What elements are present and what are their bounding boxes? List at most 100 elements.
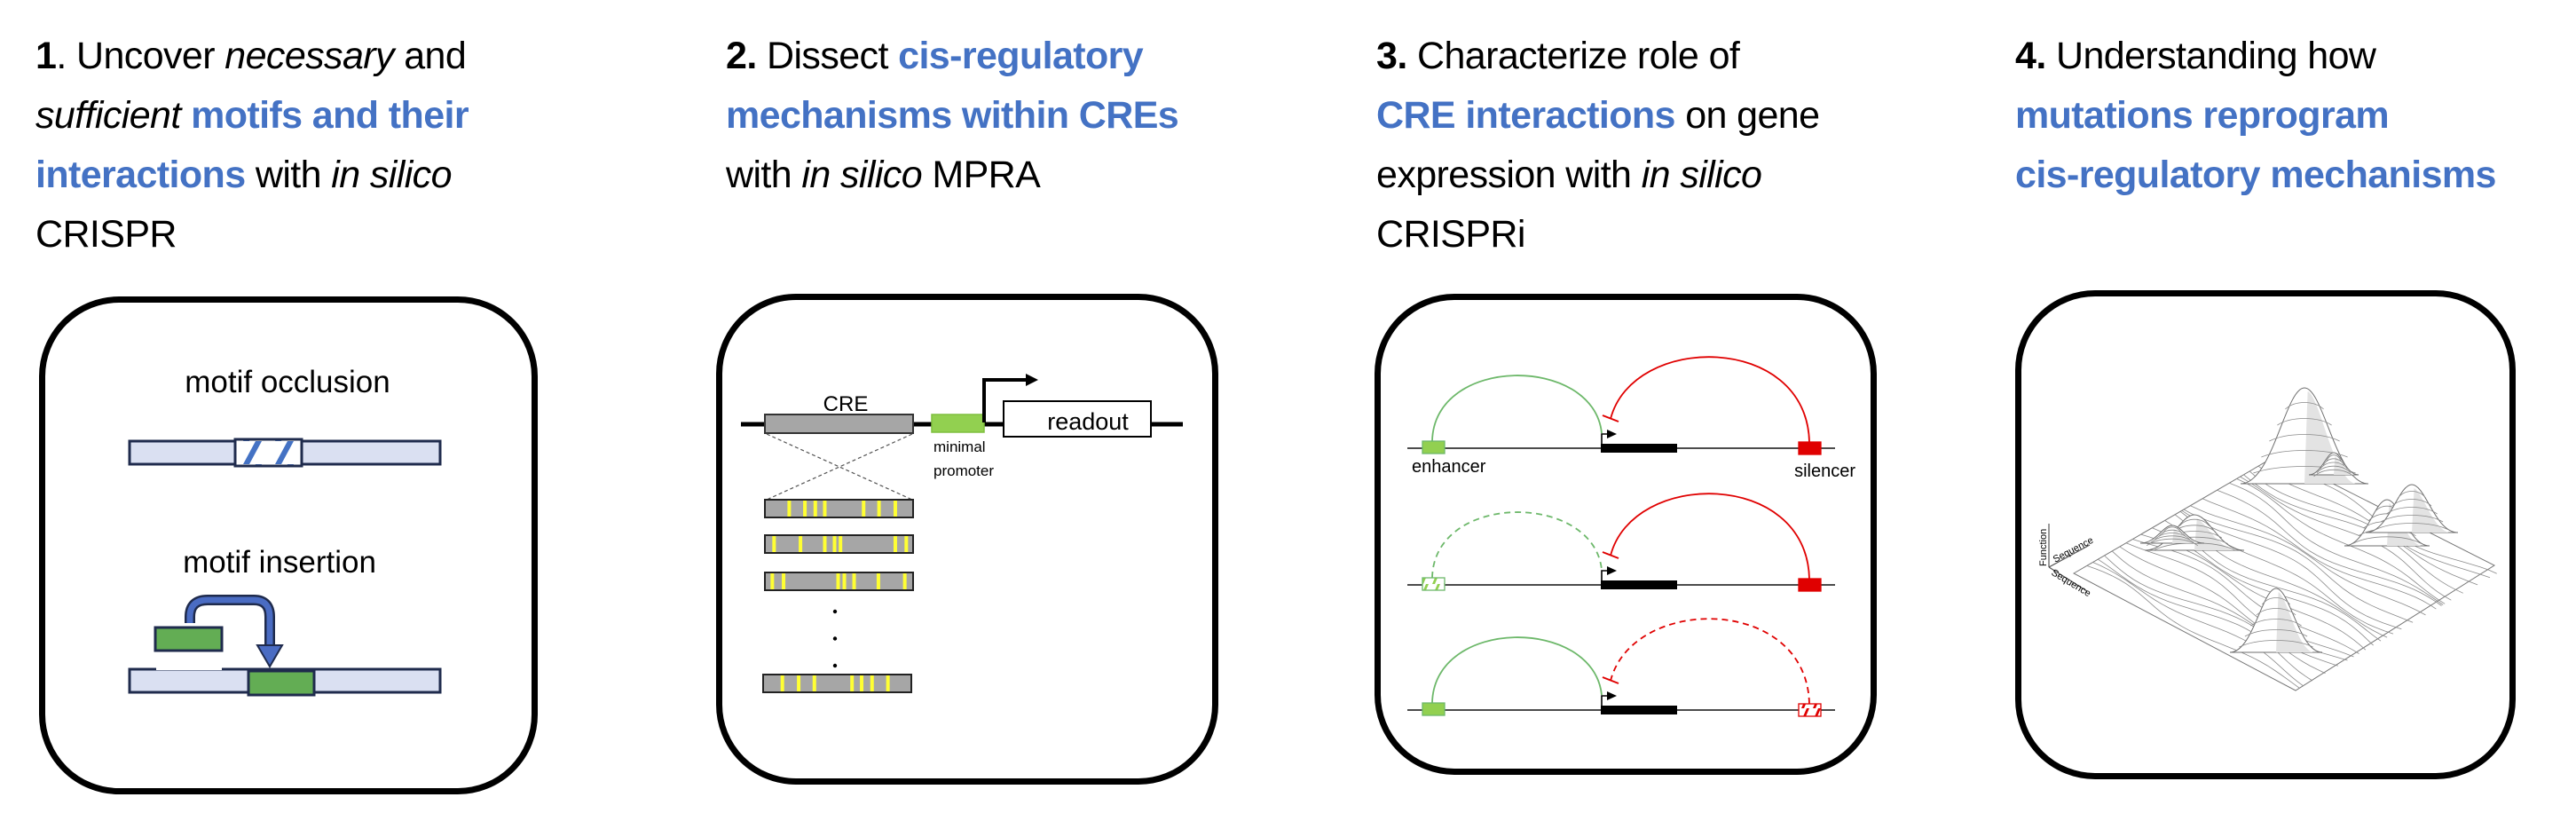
landscape-peak	[2139, 525, 2205, 546]
panel-4-diagram: Function Sequence Sequence	[2038, 387, 2497, 691]
repression-bar-icon	[1602, 676, 1619, 684]
heading-line: with in silico MPRA	[726, 146, 1178, 205]
ellipsis-dot	[832, 636, 838, 641]
heading-text: CRISPR	[35, 213, 177, 256]
peak-contour	[2154, 533, 2191, 541]
peak-contour	[2326, 454, 2342, 462]
mutation-mark	[787, 501, 792, 517]
peak-surface	[2229, 588, 2323, 653]
variant-sequence	[762, 674, 912, 693]
heading-line: mutations reprogram	[2015, 86, 2496, 146]
peak-contour	[2261, 450, 2348, 458]
contour-line	[2202, 498, 2437, 610]
heading-text: Characterize role of	[1406, 35, 1740, 77]
peak-contour	[2250, 619, 2302, 627]
heading-text: in silico	[801, 154, 923, 196]
panel-3-box	[1375, 294, 1877, 775]
landscape-peak	[2229, 588, 2323, 653]
heading-text: Understanding how	[2045, 35, 2376, 77]
heading-text: expression with	[1376, 154, 1642, 196]
peak-contour	[2269, 434, 2340, 442]
tss-arrow-icon	[1601, 570, 1608, 580]
enhancer	[1422, 440, 1446, 454]
insertion-diagram	[128, 595, 442, 697]
panel-2-diagram: CRE minimal promoter readout	[741, 374, 1183, 693]
heading-line: 3. Characterize role of	[1376, 27, 1819, 86]
peak-contour	[2398, 491, 2426, 499]
silencer	[1798, 441, 1822, 455]
mutation-mark	[823, 501, 827, 517]
inserted-motif	[247, 669, 316, 697]
peak-contour	[2313, 469, 2354, 478]
mutation-mark	[823, 536, 827, 552]
variant-sequence	[764, 572, 914, 591]
contour-line	[2104, 555, 2326, 674]
crispri-row	[1407, 618, 1835, 717]
insertion-arrowhead-icon	[256, 644, 284, 668]
readout-box	[1003, 400, 1152, 438]
peak-shade	[2412, 488, 2449, 533]
cre-label: CRE	[823, 392, 869, 416]
heading-text: MPRA	[922, 154, 1041, 196]
mutation-mark	[832, 536, 837, 552]
heading-text: with	[726, 154, 802, 196]
tss-arrowhead-icon	[1607, 430, 1617, 438]
highlighted-phrase: cis-regulatory	[898, 35, 1144, 77]
mutation-mark	[870, 675, 874, 691]
mutation-mark	[803, 501, 807, 517]
tss-arrowhead-icon	[1026, 374, 1038, 386]
highlighted-phrase: mutations reprogram	[2015, 94, 2390, 137]
promoter-label-line-2: promoter	[934, 462, 994, 479]
mutation-mark	[904, 536, 909, 552]
tss-arrow-icon	[1601, 433, 1608, 444]
heading-text: . Uncover	[56, 35, 225, 77]
highlighted-phrase: CRE interactions	[1376, 94, 1675, 137]
peak-surface	[2365, 484, 2459, 533]
mutation-mark	[772, 536, 776, 552]
peak-contour	[2244, 629, 2308, 637]
peak-contour	[2256, 608, 2296, 616]
heading-text: and	[393, 35, 467, 77]
contour-line	[2217, 489, 2442, 606]
gene-body	[1601, 706, 1677, 714]
landscape-peak	[2308, 452, 2359, 478]
tss-arrow-icon	[1601, 695, 1608, 706]
variant-sequence	[764, 499, 914, 518]
mutation-mark	[839, 536, 843, 552]
variant-sequence	[764, 534, 914, 554]
silencer-repression-arc	[1610, 618, 1810, 705]
gene-body	[1601, 444, 1677, 453]
contour-line	[2181, 509, 2402, 630]
peak-shade	[2304, 391, 2356, 484]
heading-line: CRISPRi	[1376, 205, 1819, 264]
mutation-mark	[770, 573, 775, 589]
landscape-axes: Function Sequence Sequence	[2038, 524, 2095, 599]
promoter-label-line-1: minimal	[934, 438, 986, 455]
peak-contour	[2391, 499, 2432, 507]
heading-line: CRISPR	[35, 205, 469, 264]
axis-label-sequence-1: Sequence	[2052, 535, 2095, 565]
peak-contour	[2262, 597, 2290, 605]
heading-line: 1. Uncover necessary and	[35, 27, 469, 86]
contour-line	[2132, 539, 2359, 654]
enhancer-activation-arc	[1431, 375, 1603, 442]
motif-insertion-label: motif insertion	[183, 545, 376, 580]
repression-bar-icon	[1602, 414, 1619, 422]
enhancer-activation-arc	[1431, 636, 1603, 704]
sequence-axis-2	[2048, 566, 2088, 592]
repression-bar-icon	[1602, 551, 1619, 559]
enhancer-perturbed	[1422, 577, 1446, 591]
mutation-mark	[852, 573, 856, 589]
ellipsis-dot	[832, 609, 838, 614]
contour-line	[2240, 476, 2452, 601]
mutation-mark	[886, 675, 890, 691]
heading-line: 2. Dissect cis-regulatory	[726, 27, 1178, 86]
mutation-mark	[850, 675, 855, 691]
heading-text: in silico	[331, 154, 452, 196]
highlighted-phrase: cis-regulatory mechanisms	[2015, 154, 2496, 196]
heading-text: necessary	[225, 35, 394, 77]
step-number: 2.	[726, 35, 757, 77]
panel-1-box	[39, 296, 538, 794]
occlusion-dna-bar	[128, 438, 442, 468]
